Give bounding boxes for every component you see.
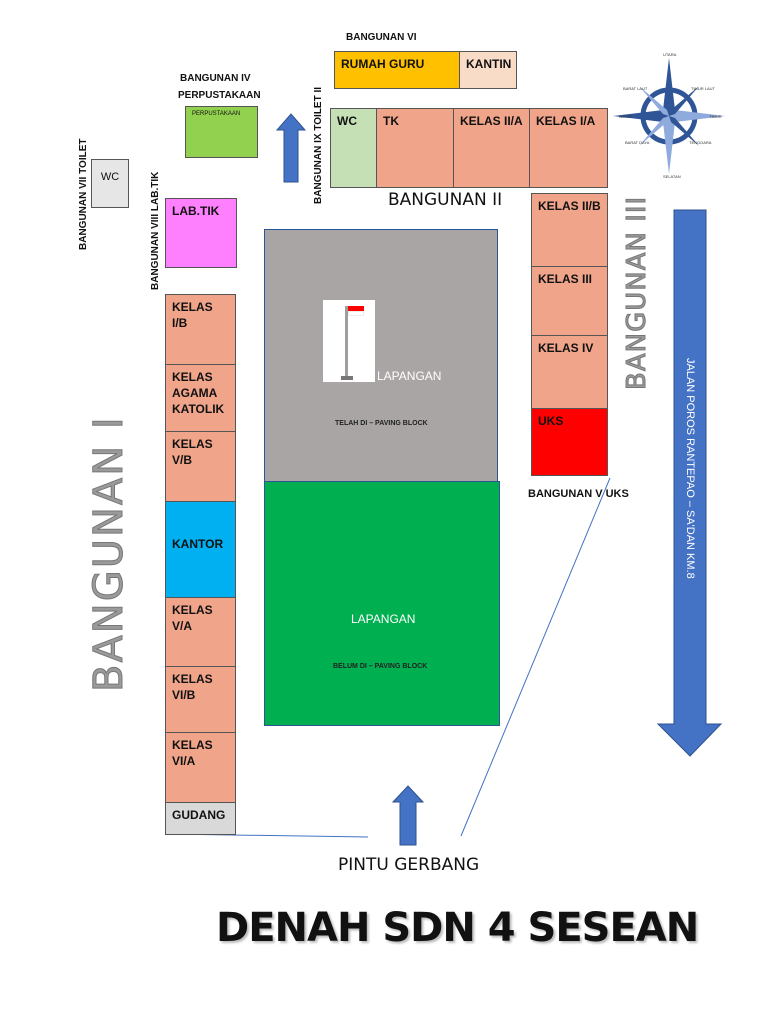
gate-label: PINTU GERBANG: [338, 855, 480, 875]
field-unpaved-label: LAPANGAN: [351, 612, 416, 626]
compass-south: SELATAN: [663, 174, 681, 179]
compass-rose-icon: UTARA TIMUR LAUT TIMUR TENGGARA SELATAN …: [613, 52, 725, 179]
flagpole-icon: [323, 300, 375, 382]
room-kelas-2a: KELAS II/A: [453, 108, 530, 188]
room-kelas-1a: KELAS I/A: [529, 108, 608, 188]
building-iii-label: BANGUNAN III: [622, 195, 653, 390]
field-paved-note: TELAH DI – PAVING BLOCK: [335, 420, 428, 427]
room-kelas-6a: KELAS VI/A: [165, 732, 236, 803]
room-wc-b7: WC: [91, 159, 129, 208]
room-perpustakaan: PERPUSTAKAAN: [185, 106, 258, 158]
compass-northwest: BARAT LAUT: [623, 86, 648, 91]
field-unpaved: LAPANGAN BELUM DI – PAVING BLOCK: [264, 481, 500, 726]
building-v-label: BANGUNAN V UKS: [528, 488, 629, 500]
room-rumah-guru: RUMAH GURU: [334, 51, 460, 89]
room-kantin: KANTIN: [459, 51, 517, 89]
building-ix-label: BANGUNAN IX TOILET II: [313, 86, 324, 204]
room-kelas-5b: KELAS V/B: [165, 431, 236, 502]
room-kelas-4: KELAS IV: [531, 335, 608, 409]
room-uks: UKS: [531, 408, 608, 476]
room-kelas-6b: KELAS VI/B: [165, 666, 236, 733]
building-iv-label: BANGUNAN IV: [180, 73, 251, 84]
room-tk: TK: [376, 108, 454, 188]
building-i-label: BANGUNAN I: [86, 415, 133, 693]
field-paved-label: LAPANGAN: [377, 369, 442, 383]
room-gudang: GUDANG: [165, 802, 236, 835]
road-arrow-icon: [656, 209, 723, 757]
room-kelas-3: KELAS III: [531, 266, 608, 336]
building-viii-label: BANGUNAN VIII LAB.TIK: [150, 171, 161, 290]
compass-north: UTARA: [663, 52, 677, 57]
compass-southeast: TENGGARA: [689, 140, 712, 145]
room-wc-b9: WC: [330, 108, 377, 188]
north-arrow-icon: [275, 113, 307, 183]
room-kelas-2b: KELAS II/B: [531, 193, 608, 267]
room-kelas-5a: KELAS V/A: [165, 597, 236, 667]
compass-northeast: TIMUR LAUT: [691, 86, 716, 91]
page-title: DENAH SDN 4 SESEAN: [216, 905, 699, 951]
field-unpaved-note: BELUM DI – PAVING BLOCK: [333, 663, 428, 670]
building-vii-label: BANGUNAN VII TOILET: [78, 138, 89, 250]
gate-line-right: [460, 477, 611, 837]
building-vi-label: BANGUNAN VI: [346, 32, 417, 43]
compass-east: TIMUR: [709, 114, 722, 119]
compass-southwest: BARAT DAYA: [625, 140, 650, 145]
room-lab-tik: LAB.TIK: [165, 198, 237, 268]
room-kelas-agama-katolik: KELAS AGAMA KATOLIK: [165, 364, 236, 432]
compass-west: BARAT: [619, 114, 633, 119]
room-kantor: KANTOR: [165, 501, 236, 598]
building-iv-sublabel: PERPUSTAKAAN: [178, 90, 261, 101]
building-ii-label: BANGUNAN II: [388, 190, 503, 210]
road-label: JALAN POROS RANTEPAO – SA'DAN KM.8: [684, 358, 696, 579]
field-paved: LAPANGAN TELAH DI – PAVING BLOCK: [264, 229, 498, 483]
room-kelas-1b: KELAS I/B: [165, 294, 236, 365]
gate-arrow-icon: [391, 785, 425, 846]
